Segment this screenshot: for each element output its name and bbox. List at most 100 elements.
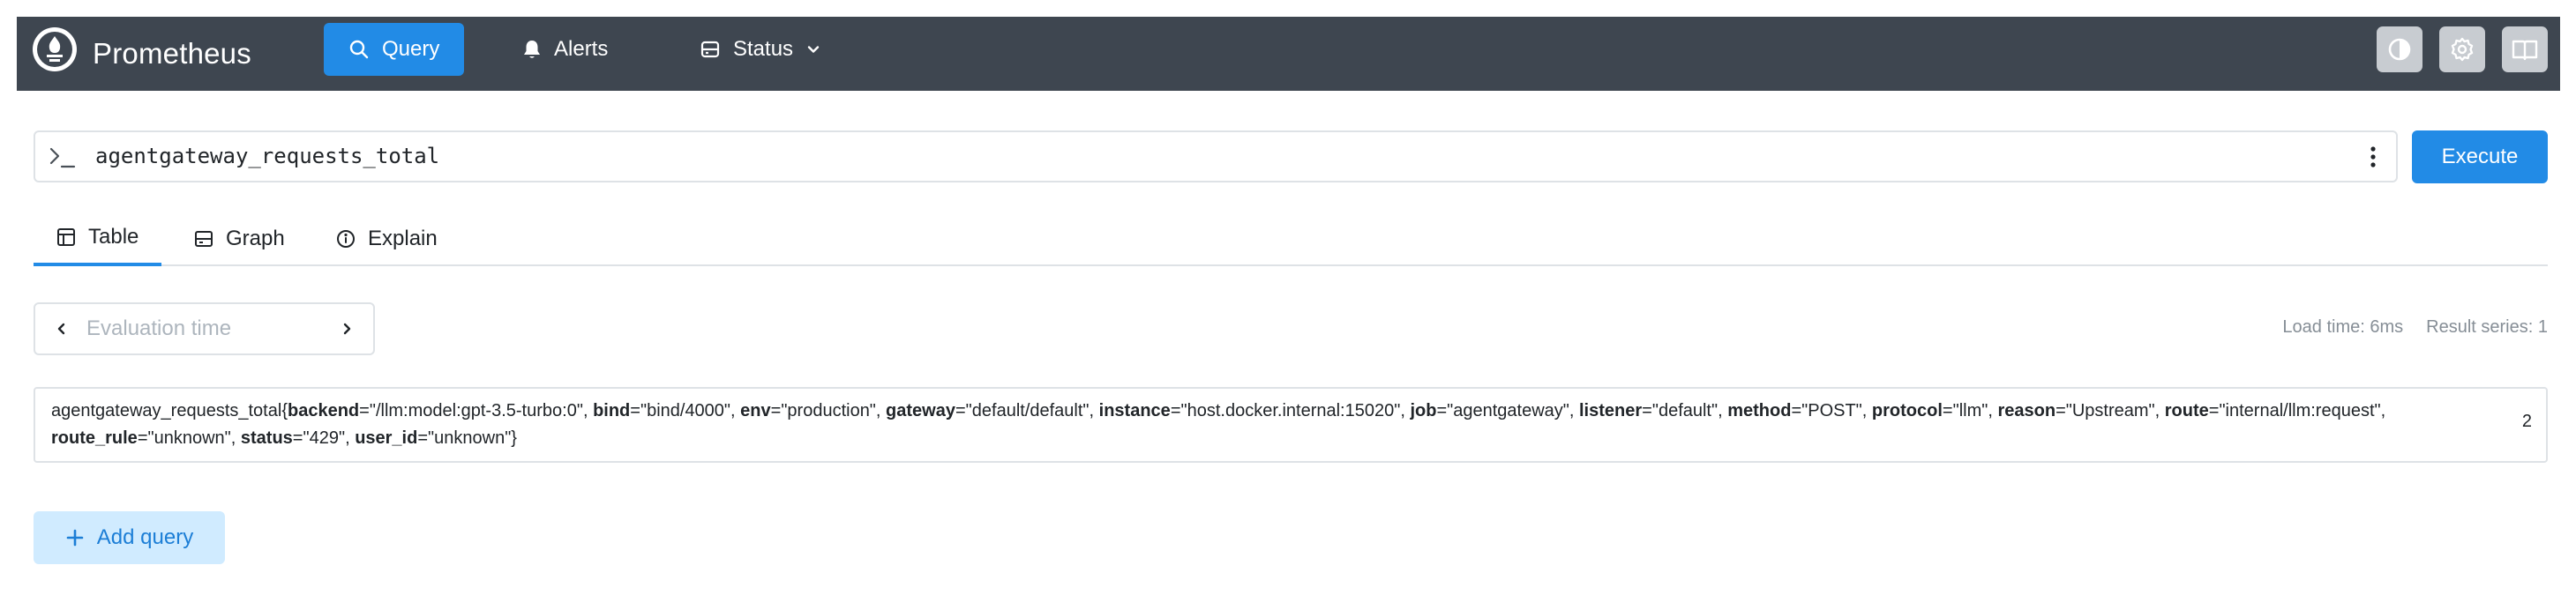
eval-time-next-button[interactable] <box>333 315 361 343</box>
series-labels: agentgateway_requests_total{backend="/ll… <box>51 398 2415 452</box>
tab-table[interactable]: Table <box>34 212 162 266</box>
plus-icon <box>66 529 84 547</box>
series-label: gateway="default/default", <box>886 401 1099 420</box>
series-close-brace: } <box>511 428 517 448</box>
tab-graph[interactable]: Graph <box>171 212 308 266</box>
series-label-separator: , <box>582 401 594 420</box>
query-expression-text[interactable]: agentgateway_requests_total <box>95 144 440 168</box>
more-options-icon[interactable] <box>2368 145 2378 169</box>
series-label: bind="bind/4000", <box>593 401 740 420</box>
series-label-separator: , <box>2154 401 2165 420</box>
series-label-name: backend <box>288 401 360 420</box>
series-label-value: "/llm:model:gpt-3.5-turbo:0" <box>369 401 583 420</box>
series-label-separator: , <box>1400 401 1411 420</box>
series-label-name: reason <box>1997 401 2056 420</box>
series-label-equals: = <box>2208 401 2220 420</box>
series-label-equals: = <box>955 401 966 420</box>
tab-explain[interactable]: Explain <box>313 212 461 266</box>
chevron-right-icon <box>343 323 351 335</box>
series-label-name: route <box>2164 401 2209 420</box>
series-label-separator: , <box>1988 401 1998 420</box>
book-icon <box>2512 40 2538 61</box>
series-label-equals: = <box>1942 401 1953 420</box>
series-label-separator: , <box>875 401 887 420</box>
series-label-value: "Upstream" <box>2065 401 2155 420</box>
series-label: status="429", <box>241 428 355 448</box>
query-expression-input[interactable]: agentgateway_requests_total <box>34 130 2398 182</box>
settings-icon <box>2451 37 2474 62</box>
series-label-value: "POST" <box>1801 401 1862 420</box>
series-label-list: backend="/llm:model:gpt-3.5-turbo:0", bi… <box>51 401 2385 448</box>
tabs-divider <box>34 264 2548 266</box>
series-label: protocol="llm", <box>1872 401 1998 420</box>
series-label-equals: = <box>359 401 370 420</box>
series-label-separator: , <box>1718 401 1728 420</box>
evaluation-time-input[interactable] <box>86 311 307 346</box>
series-label-equals: = <box>417 428 429 448</box>
series-label-separator: , <box>1569 401 1579 420</box>
series-label-name: protocol <box>1871 401 1943 420</box>
series-label: backend="/llm:model:gpt-3.5-turbo:0", <box>288 401 593 420</box>
series-label-equals: = <box>1436 401 1448 420</box>
theme-toggle-icon <box>2388 38 2411 61</box>
series-label: reason="Upstream", <box>1997 401 2164 420</box>
server-icon <box>700 41 720 58</box>
series-label-separator: , <box>1861 401 1872 420</box>
terminal-prompt-icon <box>49 147 76 168</box>
nav-alerts[interactable]: Alerts <box>498 23 633 76</box>
series-label-equals: = <box>292 428 303 448</box>
series-label-value: "internal/llm:request" <box>2219 401 2381 420</box>
top-navbar: Prometheus Query Alerts Status <box>17 17 2560 91</box>
chevron-left-icon <box>57 323 65 335</box>
app-name[interactable]: Prometheus <box>93 37 251 70</box>
series-label-equals: = <box>1791 401 1802 420</box>
bell-icon <box>524 41 540 58</box>
series-label: route="internal/llm:request", <box>2165 401 2385 420</box>
info-icon <box>337 230 355 248</box>
series-label-name: job <box>1410 401 1437 420</box>
nav-query[interactable]: Query <box>324 23 465 76</box>
series-label-equals: = <box>2056 401 2066 420</box>
series-label: env="production", <box>740 401 886 420</box>
series-label-separator: , <box>1089 401 1099 420</box>
tab-table-label: Table <box>88 225 139 249</box>
series-label-separator: , <box>345 428 356 448</box>
theme-toggle-button[interactable] <box>2377 26 2422 72</box>
graph-icon <box>195 231 213 247</box>
settings-button[interactable] <box>2439 26 2485 72</box>
nav-status[interactable]: Status <box>675 23 846 76</box>
search-icon <box>349 40 369 59</box>
add-query-label: Add query <box>96 525 194 549</box>
series-open-brace: { <box>281 401 288 420</box>
chevron-down-icon <box>807 46 820 53</box>
series-label-separator: , <box>2380 401 2386 420</box>
series-label-value: "llm" <box>1952 401 1988 420</box>
tab-explain-label: Explain <box>368 227 438 250</box>
documentation-button[interactable] <box>2502 26 2548 72</box>
series-label-equals: = <box>1170 401 1181 420</box>
execute-button[interactable]: Execute <box>2412 130 2548 183</box>
series-label-name: method <box>1727 401 1792 420</box>
series-label-value: "unknown" <box>428 428 512 448</box>
tab-graph-label: Graph <box>226 227 285 250</box>
add-query-button[interactable]: Add query <box>34 511 225 564</box>
series-label-name: gateway <box>886 401 955 420</box>
eval-time-previous-button[interactable] <box>48 315 76 343</box>
load-time: Load time: 6ms <box>2282 317 2404 337</box>
series-label-name: listener <box>1579 401 1643 420</box>
series-label-name: status <box>240 428 293 448</box>
nav-query-label: Query <box>382 37 440 61</box>
series-label-name: bind <box>593 401 631 420</box>
series-label: listener="default", <box>1579 401 1727 420</box>
series-label-equals: = <box>770 401 782 420</box>
series-label-value: "429" <box>303 428 346 448</box>
series-label-value: "bind/4000" <box>640 401 731 420</box>
prometheus-logo-icon[interactable] <box>33 27 77 71</box>
series-label-value: "default/default" <box>965 401 1090 420</box>
evaluation-time-picker <box>34 302 375 355</box>
result-series-count: Result series: 1 <box>2426 317 2548 337</box>
series-label-value: "host.docker.internal:15020" <box>1180 401 1401 420</box>
series-label-separator: , <box>230 428 241 448</box>
series-label-equals: = <box>1642 401 1652 420</box>
